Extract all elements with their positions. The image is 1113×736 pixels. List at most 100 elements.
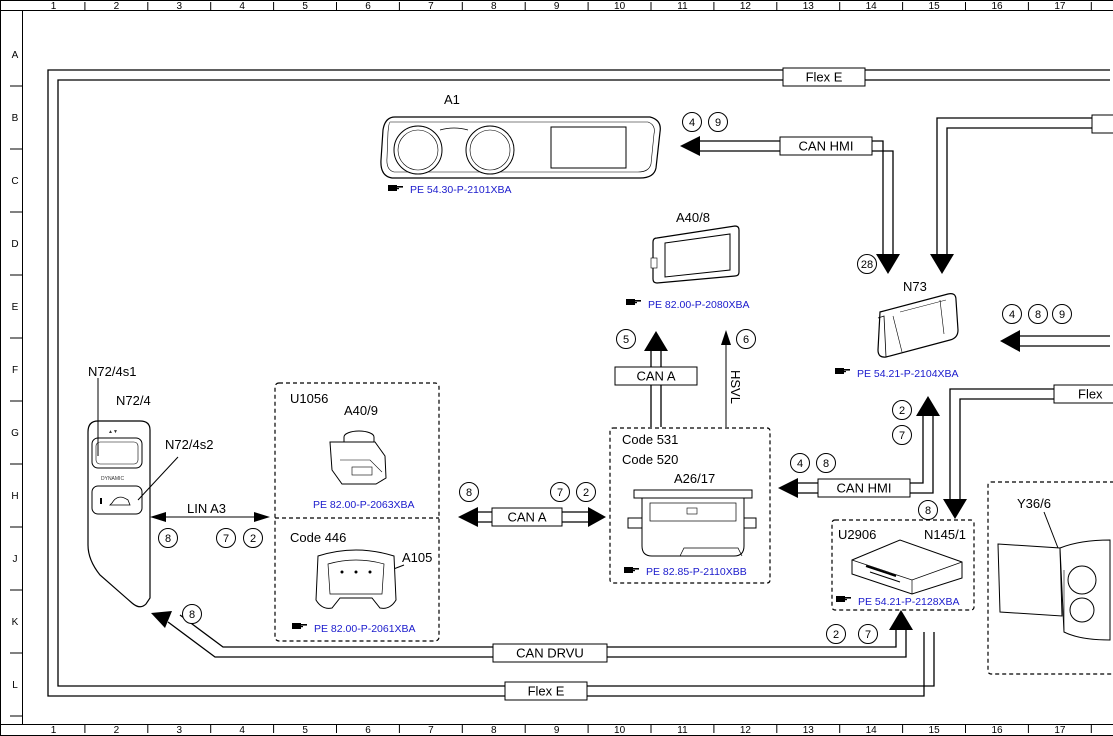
grid-column-label: 6 [365,725,371,736]
a26-17-ref: PE 82.85-P-2110XBB [646,566,747,578]
bus-right-to-n73-side [1000,330,1110,352]
n73-ref: PE 54.21-P-2104XBA [857,368,959,380]
a40-8-ref: PE 82.00-P-2080XBA [648,299,750,311]
u1056-label: U1056 [290,391,328,406]
marker-number: 4 [1009,309,1015,321]
grid-row-label: L [12,680,18,691]
flex-e-bottom-label: Flex E [528,684,565,699]
marker-circle [1028,304,1048,324]
marker-number: 2 [833,629,839,641]
marker-number: 8 [466,487,472,499]
grid-column-label: 7 [428,1,434,12]
marker-circle [816,453,836,473]
grid-column-label: 9 [554,725,560,736]
grid-column-label: 10 [614,725,626,736]
marker-circle [550,482,570,502]
marker-circle [790,453,810,473]
grid-column-label: 2 [114,1,120,12]
can-drvu-label: CAN DRVU [516,646,584,661]
a40-9-controller [329,430,387,485]
grid-column-label: 13 [803,1,815,12]
n72-4-label: N72/4 [116,393,151,408]
a26-17-unit [627,489,757,557]
a40-9-label: A40/9 [344,403,378,418]
grid-row-label: K [12,617,19,628]
marker-number: 7 [557,487,563,499]
y36-6-unit [997,539,1111,641]
grid-column-label: 6 [365,1,371,12]
n145-1-group [831,519,975,611]
can-hmi-mid-label: CAN HMI [837,481,892,496]
a105-label: A105 [402,550,432,565]
can-hmi-top-bus [680,136,900,274]
hsvl-line [721,330,731,427]
flex-e-top-label-box [782,67,866,87]
n72-4s1-label: N72/4s1 [88,364,136,379]
marker-circle [1002,304,1022,324]
grid-column-label: 14 [866,1,878,12]
grid-row-label: H [11,491,18,502]
marker-circle [736,329,756,349]
marker-number: 7 [865,629,871,641]
can-a-vertical-label-box [614,366,698,386]
marker-number: 4 [689,117,695,129]
grid-row-label: J [13,554,18,565]
marker-number: 2 [583,487,589,499]
marker-circle [576,482,596,502]
marker-circle [243,528,263,548]
u1056-group [274,382,440,642]
grid-column-label: 15 [929,1,941,12]
marker-circle [459,482,479,502]
svg-text:▲▼: ▲▼ [108,429,118,435]
y36-6-group [987,481,1113,675]
pointing-hand-icon [836,596,851,602]
flex-right-label-box [1053,384,1113,404]
pointing-hand-icon [626,299,641,305]
grid-row-label: A [12,50,19,61]
grid-row-label: F [12,365,18,376]
can-a-vertical-label: CAN A [636,369,675,384]
grid-column-label: 11 [677,725,688,736]
a105-overhead-unit [315,549,397,609]
marker-number: 8 [823,458,829,470]
grid-column-label: 17 [1054,1,1066,12]
marker-circle [857,254,877,274]
a26-17-code2: Code 520 [622,452,678,467]
flex-e-loop [47,69,1110,697]
u2906-label: U2906 [838,527,876,542]
grid-column-label: 17 [1054,725,1066,736]
marker-circle [1052,304,1072,324]
pointing-hand-icon [292,623,307,629]
marker-circle [158,528,178,548]
marker-circle [826,624,846,644]
a26-17-label: A26/17 [674,471,715,486]
n73-label: N73 [903,279,927,294]
marker-number: 9 [715,117,721,129]
grid-column-label: 12 [740,725,752,736]
grid-column-label: 4 [239,1,245,12]
n145-1-ref: PE 54.21-P-2128XBA [858,596,960,608]
can-a-vertical-bus [644,331,668,427]
grid-column-label: 8 [491,1,497,12]
marker-number: 7 [223,533,229,545]
a26-17-code1: Code 531 [622,432,678,447]
marker-circle [182,604,202,624]
n72-4-button-text: DYNAMIC [101,476,124,482]
marker-number: 9 [1059,309,1065,321]
can-hmi-top-label-box [779,136,873,156]
a105-ref: PE 82.00-P-2061XBA [314,623,416,635]
a40-8-display [650,225,740,284]
grid-row-label: C [11,176,18,187]
marker-number: 2 [250,533,256,545]
marker-number: 8 [165,533,171,545]
a1-ref: PE 54.30-P-2101XBA [410,184,512,196]
n145-1-label: N145/1 [924,527,966,542]
n72-4s2-label: N72/4s2 [165,437,213,452]
marker-number: 4 [797,458,803,470]
marker-circle [892,425,912,445]
marker-circle [216,528,236,548]
marker-circle [682,112,702,132]
marker-circle [858,624,878,644]
